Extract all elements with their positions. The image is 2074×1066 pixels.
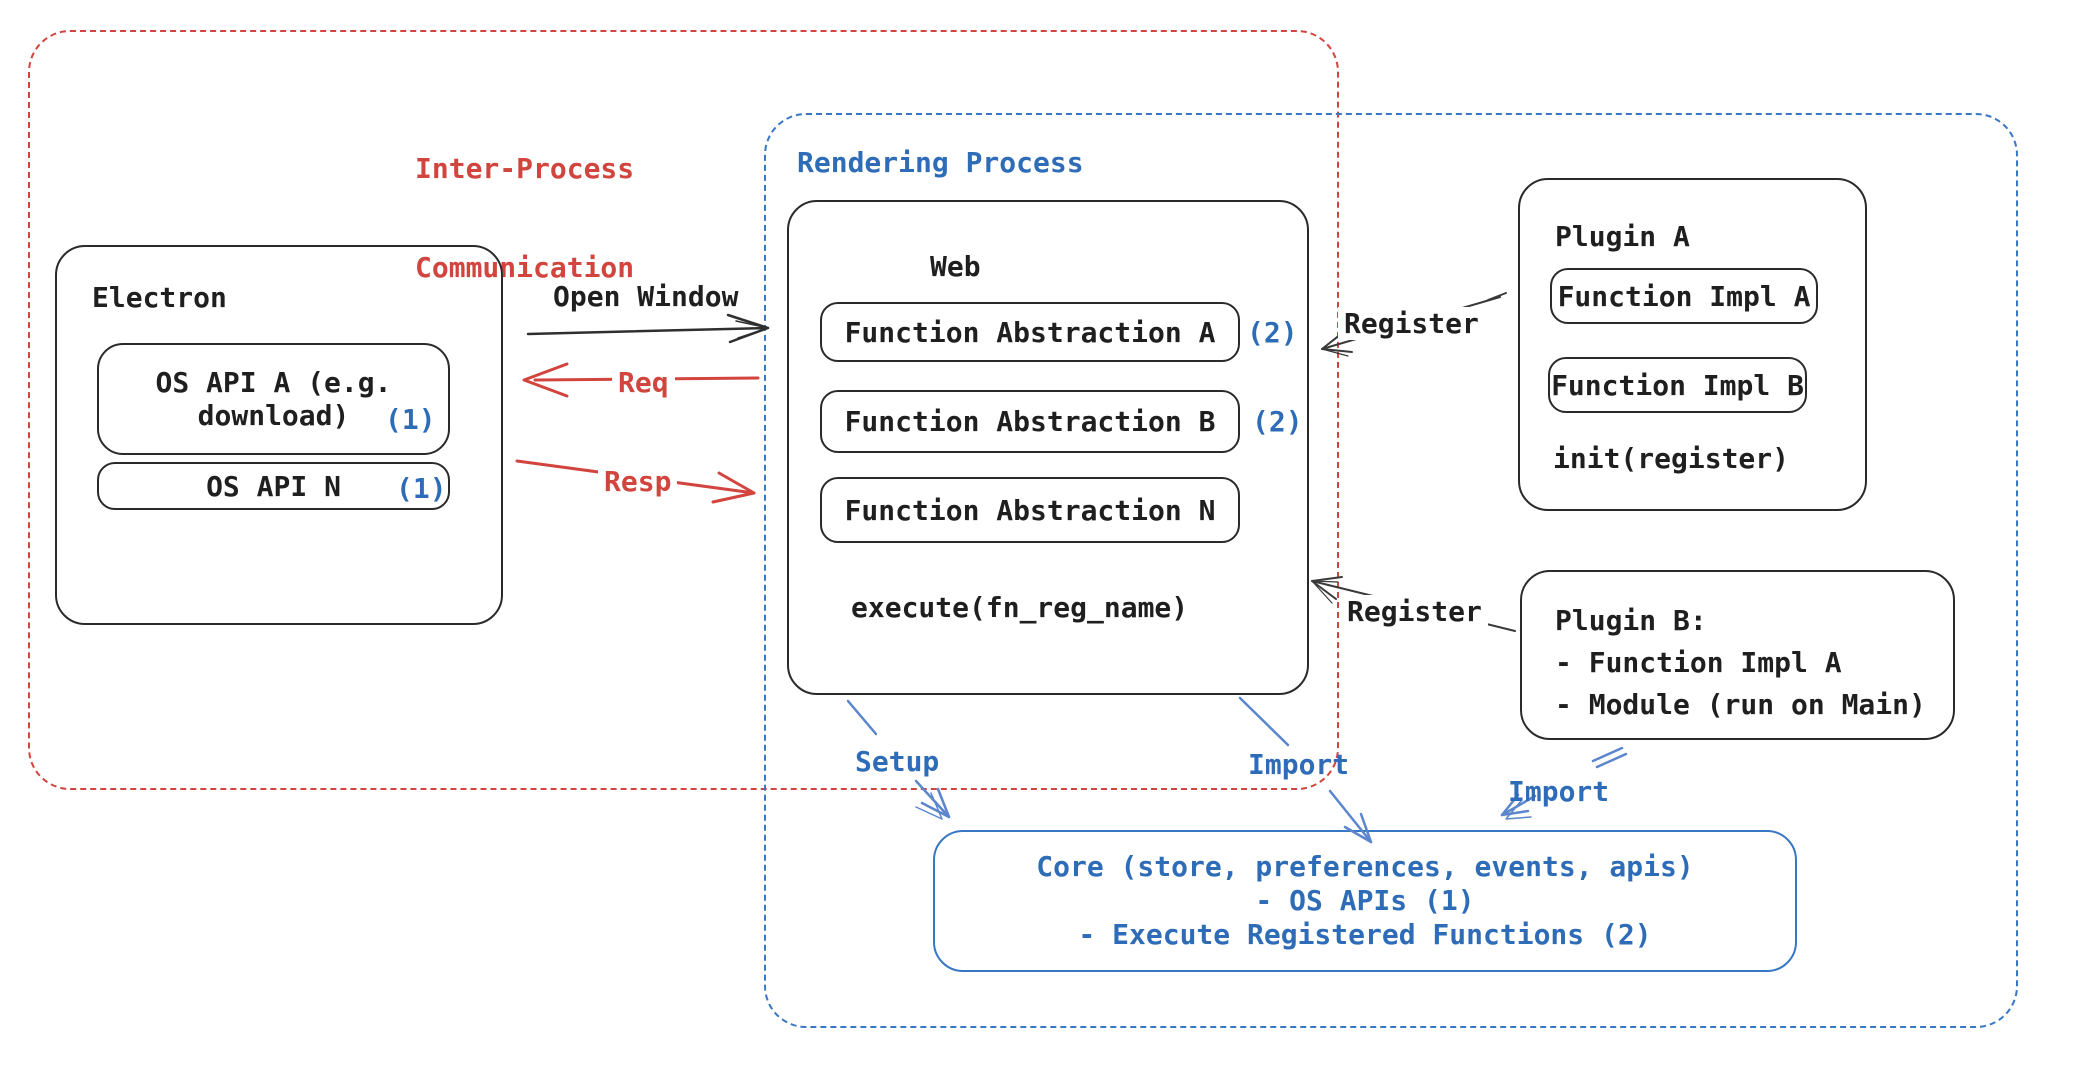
os-api-a-line2: download)	[197, 399, 350, 432]
function-impl-a-box: Function Impl A	[1550, 268, 1818, 324]
web-box	[787, 200, 1309, 695]
resp-label: Resp	[598, 465, 678, 498]
function-abstraction-a-label: Function Abstraction A	[844, 315, 1216, 349]
function-abstraction-b-box: Function Abstraction B	[820, 390, 1240, 453]
os-api-a-badge: (1)	[385, 403, 436, 436]
os-api-n-badge: (1)	[396, 472, 447, 505]
function-abstraction-b-label: Function Abstraction B	[844, 405, 1216, 438]
os-api-n-label: OS API N	[206, 469, 341, 503]
core-line1: Core (store, preferences, events, apis)	[1036, 850, 1694, 883]
core-line2: - OS APIs (1)	[1255, 884, 1475, 917]
core-line3: - Execute Registered Functions (2)	[1078, 918, 1652, 951]
function-impl-b-box: Function Impl B	[1548, 357, 1807, 413]
plugin-b-title: Plugin B:	[1555, 604, 1707, 637]
function-impl-a-label: Function Impl A	[1557, 279, 1811, 313]
plugin-b-box: Plugin B: - Function Impl A - Module (ru…	[1520, 570, 1955, 740]
plugin-a-box	[1518, 178, 1867, 511]
function-abstraction-b-badge: (2)	[1252, 405, 1303, 438]
electron-box	[55, 245, 503, 625]
function-abstraction-n-label: Function Abstraction N	[844, 493, 1216, 527]
function-impl-b-label: Function Impl B	[1551, 368, 1804, 402]
rendering-process-label: Rendering Process	[797, 146, 1084, 179]
function-abstraction-a-badge: (2)	[1247, 316, 1298, 349]
execute-label: execute(fn_reg_name)	[851, 591, 1189, 624]
plugin-b-item-module: - Module (run on Main)	[1555, 688, 1926, 721]
core-box: Core (store, preferences, events, apis) …	[933, 830, 1797, 972]
plugin-b-item-impl-a: - Function Impl A	[1555, 646, 1842, 679]
os-api-a-box: OS API A (e.g. download) (1)	[97, 343, 450, 455]
ipc-group-box	[28, 30, 1339, 790]
register-bottom-label: Register	[1341, 595, 1488, 628]
function-abstraction-n-box: Function Abstraction N	[820, 477, 1240, 543]
plugin-a-title: Plugin A	[1555, 220, 1690, 253]
electron-title: Electron	[92, 281, 227, 314]
register-top-label: Register	[1338, 307, 1485, 340]
ipc-label-line2: Communication	[415, 251, 635, 284]
ipc-group-label: Inter-Process Communication	[415, 86, 634, 350]
import-right-label: Import	[1508, 775, 1610, 808]
import-mid-label: Import	[1248, 748, 1350, 781]
req-label: Req	[612, 366, 675, 399]
ipc-label-line1: Inter-Process	[415, 152, 635, 185]
plugin-a-init-label: init(register)	[1553, 442, 1790, 475]
function-abstraction-a-box: Function Abstraction A	[820, 302, 1240, 362]
web-title: Web	[930, 250, 981, 283]
os-api-a-line1: OS API A (e.g.	[155, 366, 392, 399]
rendering-process-group-box	[764, 113, 2018, 1028]
os-api-n-box: OS API N (1)	[97, 462, 450, 510]
open-window-label: Open Window	[553, 280, 739, 313]
setup-label: Setup	[855, 745, 940, 778]
